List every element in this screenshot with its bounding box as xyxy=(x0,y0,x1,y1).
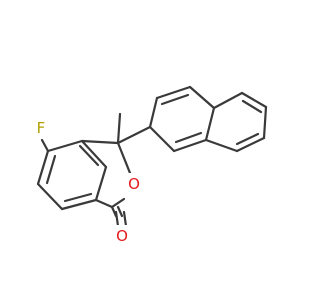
bond xyxy=(110,197,126,209)
bond xyxy=(94,198,114,209)
fluorine-label: F xyxy=(37,119,46,137)
bond xyxy=(235,136,266,153)
bond xyxy=(36,149,50,186)
bond xyxy=(235,132,260,146)
bond xyxy=(212,91,244,110)
bond xyxy=(155,85,192,100)
bond xyxy=(188,85,216,110)
bond xyxy=(172,138,208,153)
bond xyxy=(63,192,93,203)
bond xyxy=(240,91,268,109)
bond xyxy=(114,210,120,228)
bond xyxy=(148,125,176,153)
bond xyxy=(45,154,57,185)
carbonyl-oxygen-label: O xyxy=(116,227,128,245)
bond xyxy=(241,99,263,114)
bond xyxy=(78,144,100,167)
bond xyxy=(204,138,239,153)
molecule-canvas: F O O xyxy=(36,85,268,245)
bond xyxy=(94,165,108,202)
bond xyxy=(116,141,134,180)
bond xyxy=(36,182,64,211)
bond xyxy=(80,139,120,145)
ring-oxygen-label: O xyxy=(128,175,140,193)
bond xyxy=(40,138,50,153)
bond xyxy=(262,105,268,140)
bond xyxy=(116,112,122,145)
bond xyxy=(174,131,203,144)
bond xyxy=(148,96,159,129)
molecule-structure: F O O xyxy=(36,85,268,245)
bond xyxy=(204,106,216,142)
bond xyxy=(46,139,84,153)
bond xyxy=(60,198,98,211)
bond xyxy=(80,139,108,169)
bond xyxy=(160,93,190,106)
bond xyxy=(122,210,128,228)
bond xyxy=(116,205,124,218)
bond xyxy=(116,125,152,145)
